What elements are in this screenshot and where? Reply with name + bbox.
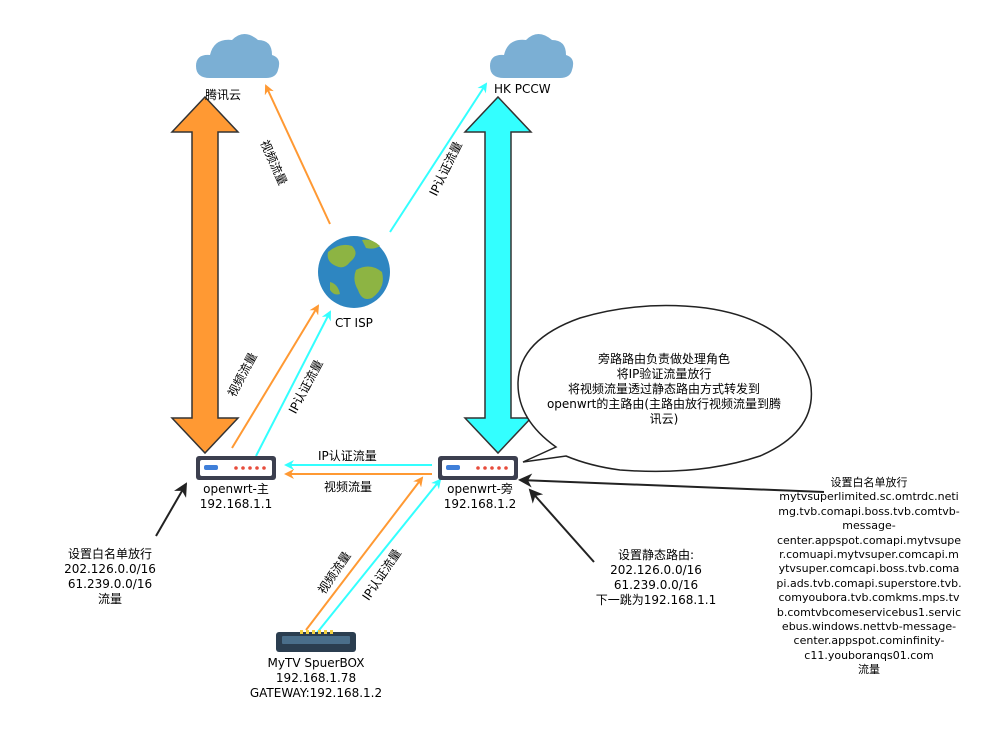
note-line: ebus.windows.nettvb-message- bbox=[781, 620, 957, 634]
hk-pccw-cloud-icon bbox=[490, 34, 574, 78]
note-line: 61.239.0.0/16 bbox=[613, 578, 699, 592]
note-line: mg.tvb.comapi.boss.tvb.comtvb- bbox=[778, 504, 960, 518]
note-line: 流量 bbox=[97, 592, 122, 606]
openwrt-main-router-icon bbox=[196, 456, 276, 480]
ct-isp-globe-icon bbox=[318, 236, 390, 308]
ip-main-to-ct-arrow bbox=[255, 310, 331, 457]
note-line: 202.126.0.0/16 bbox=[610, 563, 702, 577]
note-line: 设置静态路由: bbox=[617, 548, 695, 562]
hk-pccw-label: HK PCCW bbox=[494, 82, 551, 96]
note-line: center.appspot.comapi.mytvsupe bbox=[776, 533, 962, 547]
openwrt-side-router-icon bbox=[438, 456, 518, 480]
tencent-cloud-icon bbox=[196, 34, 280, 78]
video-main-to-ct-arrow bbox=[231, 304, 320, 449]
note-line: 202.126.0.0/16 bbox=[64, 562, 156, 576]
note-line: message- bbox=[842, 519, 896, 533]
ip-ct-to-hk-arrow bbox=[389, 82, 488, 233]
annotation-arrows bbox=[155, 473, 825, 563]
openwrt-side-ip: 192.168.1.2 bbox=[443, 497, 517, 511]
note-line: mytvsuperlimited.sc.omtrdc.neti bbox=[779, 490, 959, 504]
note-line: 设置白名单放行 bbox=[830, 476, 908, 489]
mytv-box-ip: 192.168.1.78 bbox=[275, 671, 357, 685]
static-route-note: 设置静态路由: 202.126.0.0/16 61.239.0.0/16 下一跳… bbox=[586, 548, 726, 608]
mytv-box-label: MyTV SpuerBOX 192.168.1.78 GATEWAY:192.1… bbox=[236, 656, 396, 701]
edge-label-video-side-main: 视频流量 bbox=[324, 480, 373, 494]
bubble-line: 将视频流量透过静态路由方式转发到 bbox=[567, 382, 760, 396]
note-line: 设置白名单放行 bbox=[67, 547, 152, 561]
note-line: b.comtvbcomeservicebus1.servic bbox=[776, 605, 962, 619]
ip-box-to-side-arrow bbox=[315, 478, 442, 635]
openwrt-main-label: openwrt-主 192.168.1.1 bbox=[196, 482, 276, 512]
mytv-box-gateway: GATEWAY:192.168.1.2 bbox=[249, 686, 383, 700]
note-line: 61.239.0.0/16 bbox=[67, 577, 153, 591]
bubble-line: 讯云) bbox=[649, 412, 679, 426]
side-whitelist-note: 设置白名单放行 mytvsuperlimited.sc.omtrdc.neti … bbox=[760, 476, 978, 678]
bubble-line: 将IP验证流量放行 bbox=[616, 367, 712, 381]
video-ct-to-tencent-arrow bbox=[264, 84, 331, 225]
bubble-note: 旁路路由负责做处理角色 将IP验证流量放行 将视频流量透过静态路由方式转发到 o… bbox=[528, 352, 800, 427]
note-line: 流量 bbox=[858, 663, 880, 677]
openwrt-side-label: openwrt-旁 192.168.1.2 bbox=[438, 482, 522, 512]
note-line: c11.youboranqs01.com bbox=[804, 648, 934, 662]
bubble-line: 旁路路由负责做处理角色 bbox=[597, 352, 730, 366]
note-line: r.comuapi.mytvsuper.comcapi.m bbox=[779, 548, 959, 562]
video-box-to-side-arrow bbox=[305, 476, 424, 631]
openwrt-side-name: openwrt-旁 bbox=[447, 482, 513, 496]
mytv-box-name: MyTV SpuerBOX bbox=[267, 656, 365, 670]
note-line: comyoubora.tvb.comkms.mps.tv bbox=[778, 591, 960, 605]
mytv-box-icon bbox=[276, 630, 356, 652]
note-line: ytvsuper.comcapi.boss.tvb.coma bbox=[778, 562, 960, 576]
note-line: center.appspot.cominfinity- bbox=[793, 634, 945, 648]
openwrt-main-ip: 192.168.1.1 bbox=[199, 497, 273, 511]
big-orange-double-arrow bbox=[170, 95, 240, 455]
flow-arrows bbox=[231, 82, 488, 635]
big-cyan-double-arrow bbox=[463, 95, 533, 455]
note-line: pi.ads.tvb.comapi.superstore.tvb. bbox=[776, 576, 962, 590]
edge-label-ip-side-main: IP认证流量 bbox=[318, 449, 377, 463]
speech-bubble bbox=[517, 304, 813, 473]
ct-isp-label: CT ISP bbox=[335, 316, 373, 330]
bubble-line: openwrt的主路由(主路由放行视频流量到腾 bbox=[546, 397, 782, 411]
tencent-cloud-label: 腾讯云 bbox=[205, 88, 242, 102]
openwrt-main-name: openwrt-主 bbox=[203, 482, 269, 496]
main-whitelist-note: 设置白名单放行 202.126.0.0/16 61.239.0.0/16 流量 bbox=[50, 547, 170, 607]
note-line: 下一跳为192.168.1.1 bbox=[595, 593, 717, 607]
